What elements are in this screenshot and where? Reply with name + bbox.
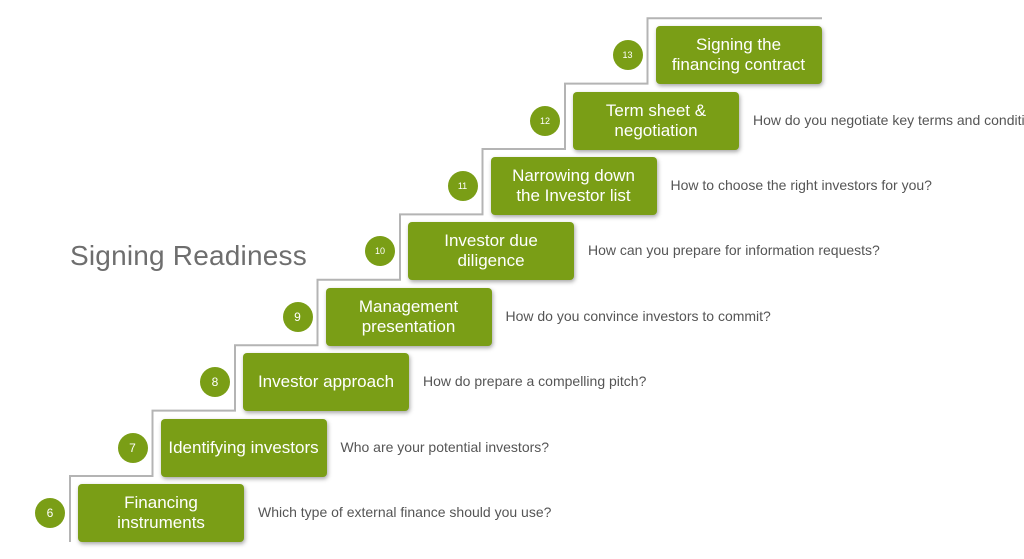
staircase-line: [69, 17, 822, 542]
step-number-13: 13: [612, 40, 643, 71]
step-box-9: Management presentation: [325, 287, 492, 346]
page-title: Signing Readiness: [70, 240, 307, 271]
step-question-8: How do prepare a compelling pitch?: [423, 373, 647, 390]
step-box-8: Investor approach: [243, 353, 409, 412]
step-number-7: 7: [117, 432, 148, 463]
step-number-10: 10: [365, 236, 395, 267]
step-box-11: Narrowing down the Investor list: [490, 157, 657, 215]
step-box-12: Term sheet & negotiation: [573, 91, 739, 150]
step-question-9: How do you convince investors to commit?: [505, 307, 771, 324]
step-question-12: How do you negotiate key terms and condi…: [753, 111, 1024, 128]
step-box-10: Investor due diligence: [408, 222, 574, 281]
step-question-6: Which type of external finance should yo…: [258, 504, 552, 520]
step-question-10: How can you prepare for information requ…: [588, 242, 880, 259]
step-box-7: Identifying investors: [160, 418, 327, 477]
step-number-11: 11: [447, 171, 478, 201]
step-number-6: 6: [35, 498, 65, 528]
step-box-6: Financing instruments: [78, 484, 244, 542]
step-question-11: How to choose the right investors for yo…: [670, 177, 932, 193]
step-question-7: Who are your potential investors?: [340, 438, 550, 455]
step-number-9: 9: [282, 301, 313, 332]
step-number-12: 12: [530, 105, 560, 136]
step-box-13: Signing the financing contract: [655, 26, 822, 85]
step-number-8: 8: [200, 367, 230, 398]
